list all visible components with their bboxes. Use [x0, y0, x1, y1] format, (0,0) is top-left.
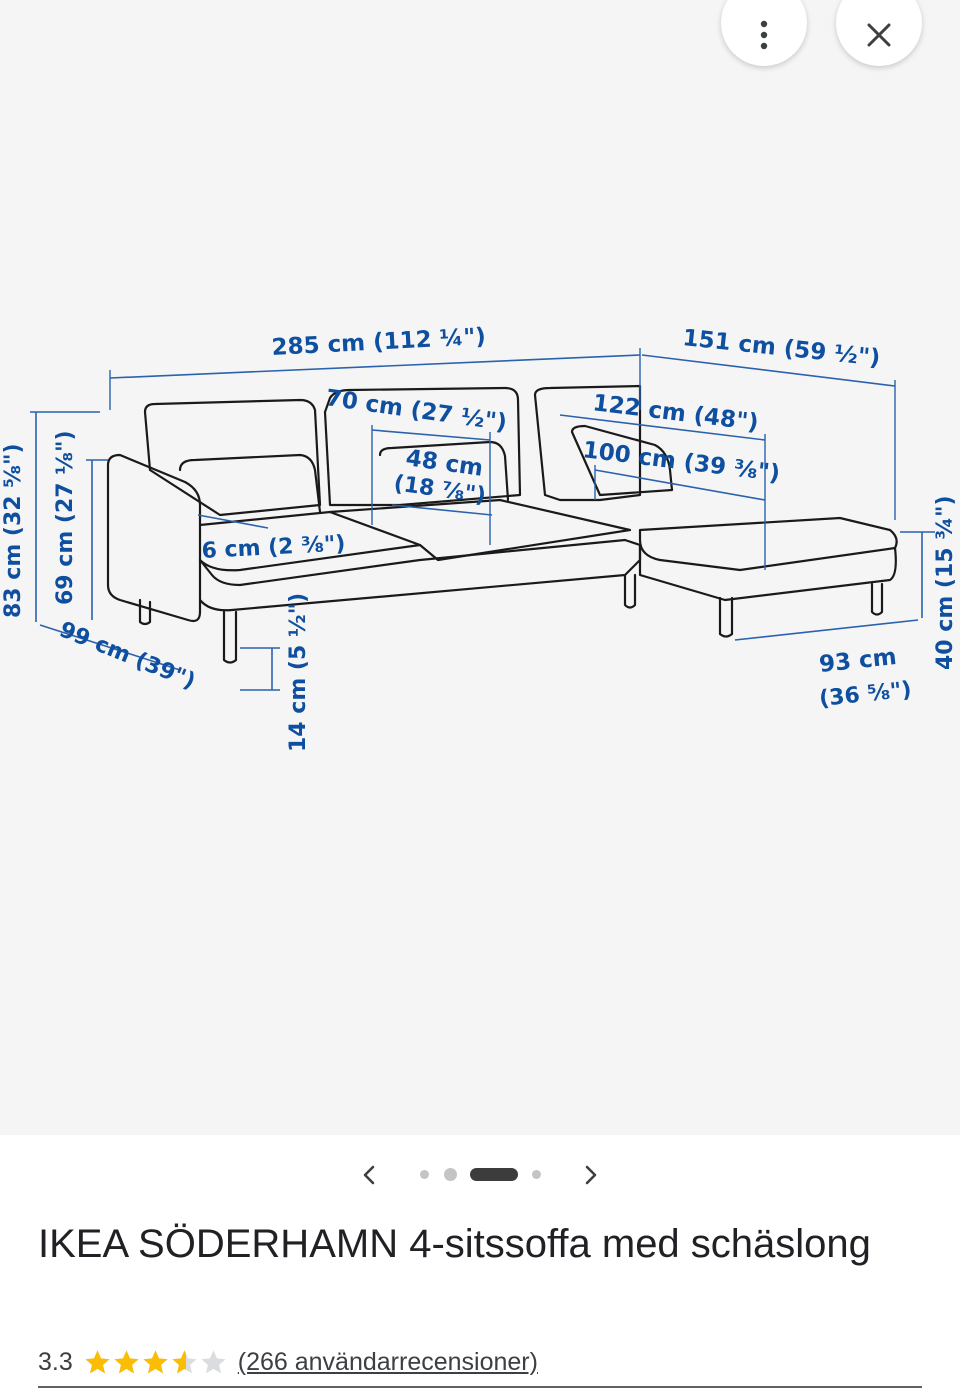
dim-seat-width: 70 cm (27 ½"): [324, 385, 508, 436]
star-icon: [172, 1349, 197, 1373]
dim-seat-height: 40 cm (15 ¾"): [933, 495, 958, 670]
rating-value: 3.3: [38, 1347, 73, 1376]
dim-leg-height: 14 cm (5 ½"): [286, 593, 311, 752]
sofa-dimension-diagram: 285 cm (112 ¼") 151 cm (59 ½") 70 cm (27…: [1, 324, 958, 752]
reviews-link[interactable]: (266 användarrecensioner): [237, 1347, 538, 1376]
image-carousel-pager: [0, 1158, 960, 1192]
star-icon: [85, 1349, 110, 1373]
dim-back-height: 69 cm (27 ⅛"): [53, 430, 78, 605]
rating-row: 3.3 (266 användarrecensioner): [38, 1344, 538, 1380]
dimension-lines: [30, 348, 935, 691]
dim-chaise-depth-line1: 93 cm: [818, 644, 898, 678]
divider: [38, 1386, 922, 1388]
product-title: IKEA SÖDERHAMN 4-sitssoffa med schäslong: [38, 1222, 871, 1266]
star-icon: [201, 1349, 226, 1373]
close-icon: [867, 23, 891, 47]
star-icon: [143, 1349, 168, 1373]
star-rating: [83, 1348, 228, 1377]
close-button[interactable]: [836, 0, 922, 66]
dim-chaise-width: 151 cm (59 ½"): [681, 325, 881, 372]
sofa-outline: [106, 384, 898, 664]
dim-total-height: 83 cm (32 ⅝"): [1, 443, 26, 618]
more-vert-icon: [760, 20, 768, 50]
carousel-dot[interactable]: [470, 1168, 518, 1181]
chevron-left-icon[interactable]: [356, 1162, 382, 1188]
chevron-right-icon[interactable]: [578, 1162, 604, 1188]
carousel-dot[interactable]: [532, 1170, 541, 1179]
star-icon: [114, 1349, 139, 1373]
dim-total-width: 285 cm (112 ¼"): [271, 324, 487, 361]
dim-chaise-inner: 100 cm (39 ⅜"): [581, 437, 781, 487]
dim-depth: 99 cm (39"): [56, 617, 199, 694]
image-viewer: 285 cm (112 ¼") 151 cm (59 ½") 70 cm (27…: [1, 0, 958, 752]
dim-chaise-depth-line2: (36 ⅝"): [818, 677, 913, 712]
carousel-dot[interactable]: [444, 1168, 457, 1181]
carousel-dot[interactable]: [420, 1170, 429, 1179]
more-options-button[interactable]: [721, 0, 807, 66]
